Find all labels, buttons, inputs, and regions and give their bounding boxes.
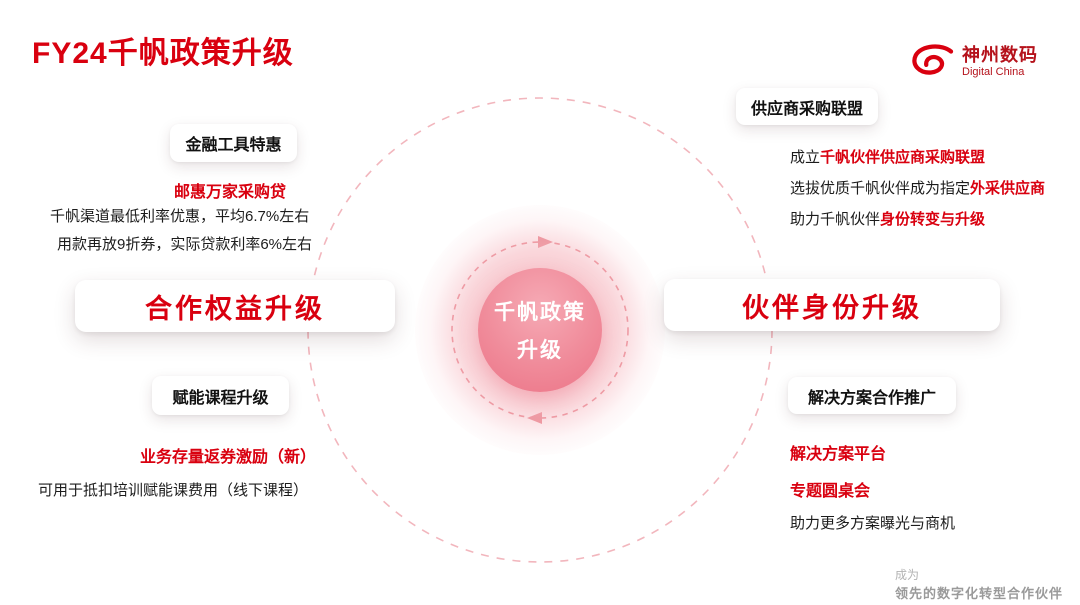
alliance-line-3-red: 身份转变与升级	[880, 211, 986, 228]
alliance-line-3: 助力千帆伙伴身份转变与升级	[790, 208, 985, 229]
finance-detail-line2: 用款再放9折券，实际贷款利率6%左右	[57, 236, 313, 253]
logo-name-en: Digital China	[962, 66, 1025, 79]
alliance-line-3-black: 助力千帆伙伴	[790, 211, 881, 228]
center-title-line2: 升级	[517, 339, 563, 362]
alliance-line-2-black: 选拔优质千帆伙伴成为指定	[790, 180, 971, 197]
footer-line1: 成为	[895, 568, 920, 582]
page-title: FY24千帆政策升级	[32, 37, 294, 70]
center-title-line1: 千帆政策	[494, 301, 586, 324]
solution-cooperation-card: 解决方案合作推广	[788, 377, 956, 414]
enablement-course-card: 赋能课程升级	[152, 376, 289, 415]
course-highlight: 业务存量返券激励（新）	[140, 449, 317, 466]
alliance-line-1-black: 成立	[790, 149, 821, 166]
center-policy-circle: 千帆政策 升级	[478, 268, 602, 392]
partner-identity-upgrade-card: 伙伴身份升级	[664, 279, 1000, 331]
alliance-line-1: 成立千帆伙伴供应商采购联盟	[790, 146, 985, 167]
company-logo: 神州数码 Digital China	[908, 42, 1038, 82]
solution-highlight-1: 解决方案平台	[790, 446, 887, 463]
digital-china-swoosh-icon	[912, 44, 954, 75]
course-detail-line1: 可用于抵扣培训赋能课费用（线下课程）	[38, 482, 309, 499]
finance-detail-line1: 千帆渠道最低利率优惠，平均6.7%左右	[50, 208, 310, 225]
footer-line2: 领先的数字化转型合作伙伴	[895, 586, 1064, 601]
finance-highlight: 邮惠万家采购贷	[174, 184, 287, 201]
supplier-alliance-card: 供应商采购联盟	[736, 88, 878, 125]
alliance-line-1-red: 千帆伙伴供应商采购联盟	[820, 149, 986, 166]
cooperation-rights-upgrade-card: 合作权益升级	[75, 280, 395, 332]
logo-name-cn: 神州数码	[962, 45, 1038, 66]
alliance-line-2-red: 外采供应商	[970, 180, 1046, 197]
alliance-line-2: 选拔优质千帆伙伴成为指定外采供应商	[790, 177, 1045, 198]
solution-detail-line1: 助力更多方案曝光与商机	[790, 515, 956, 532]
finance-tools-card: 金融工具特惠	[170, 124, 297, 162]
solution-highlight-2: 专题圆桌会	[790, 483, 871, 500]
